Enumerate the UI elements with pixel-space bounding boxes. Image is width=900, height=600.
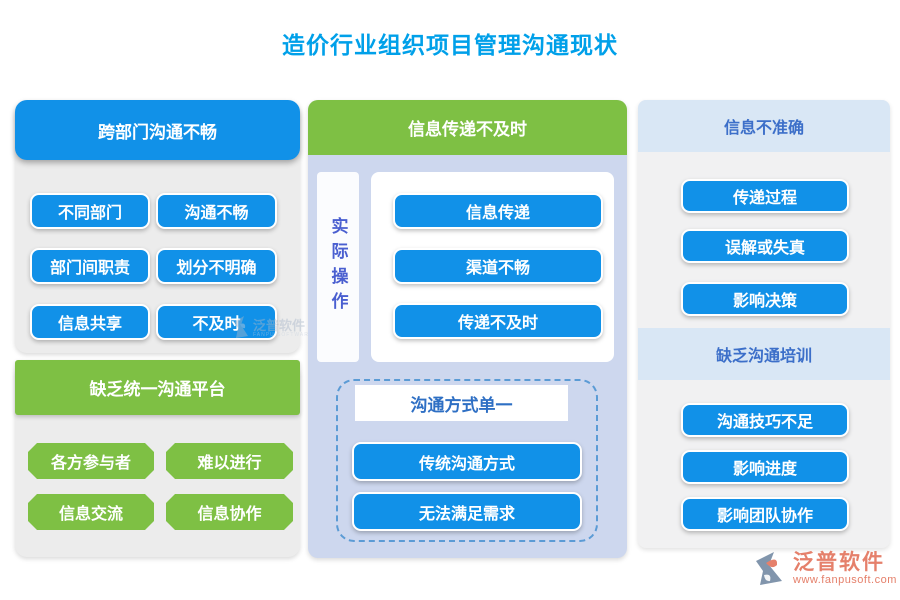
watermark: 泛普软件 FANPU SOFTWARE — [232, 316, 313, 340]
node-info-exchange: 信息交流 — [28, 494, 154, 530]
header-cross-dept: 跨部门沟通不畅 — [15, 100, 300, 160]
node-insufficient-skills: 沟通技巧不足 — [681, 403, 849, 437]
node-transfer-process: 传递过程 — [681, 179, 849, 213]
brand-name: 泛普软件 — [793, 551, 885, 574]
node-affects-teamwork: 影响团队协作 — [681, 497, 849, 531]
watermark-subtext: FANPU SOFTWARE — [253, 331, 314, 338]
page-title: 造价行业组织项目管理沟通现状 — [282, 32, 618, 58]
brand-logo: 泛普软件 www.fanpusoft.com — [752, 551, 897, 589]
node-affects-progress: 影响进度 — [681, 450, 849, 484]
node-all-participants: 各方参与者 — [28, 443, 154, 479]
node-info-transfer: 信息传递 — [393, 193, 603, 229]
brand-url: www.fanpusoft.com — [793, 574, 897, 587]
side-label-strip: 实际操作 — [317, 172, 359, 362]
header-single-communication: 沟通方式单一 — [355, 385, 568, 421]
side-label-actual-operation: 实际操作 — [328, 217, 348, 317]
node-info-collaboration: 信息协作 — [166, 494, 293, 530]
watermark-text: 泛普软件 — [253, 317, 306, 333]
node-misunderstanding-distortion: 误解或失真 — [681, 229, 849, 263]
header-info-delay: 信息传递不及时 — [308, 100, 627, 155]
node-not-timely: 不及时 — [156, 304, 277, 340]
node-channel-blocked: 渠道不畅 — [393, 248, 603, 284]
node-different-departments: 不同部门 — [30, 193, 150, 229]
node-communication-blocked: 沟通不畅 — [156, 193, 277, 229]
header-lack-training: 缺乏沟通培训 — [638, 328, 890, 380]
node-cannot-meet-needs: 无法满足需求 — [352, 492, 582, 531]
node-info-sharing: 信息共享 — [30, 304, 150, 340]
node-hard-to-proceed: 难以进行 — [166, 443, 293, 479]
brand-logo-icon — [756, 552, 782, 585]
node-affects-decisions: 影响决策 — [681, 282, 849, 316]
watermark-logo-icon — [234, 316, 248, 338]
node-traditional-methods: 传统沟通方式 — [352, 442, 582, 481]
header-no-unified-platform: 缺乏统一沟通平台 — [15, 360, 300, 415]
node-dept-responsibility: 部门间职责 — [30, 248, 150, 284]
header-inaccurate-info: 信息不准确 — [638, 100, 890, 152]
node-transfer-delay: 传递不及时 — [393, 303, 603, 339]
node-unclear-division: 划分不明确 — [156, 248, 277, 284]
box-single-communication — [336, 379, 598, 542]
